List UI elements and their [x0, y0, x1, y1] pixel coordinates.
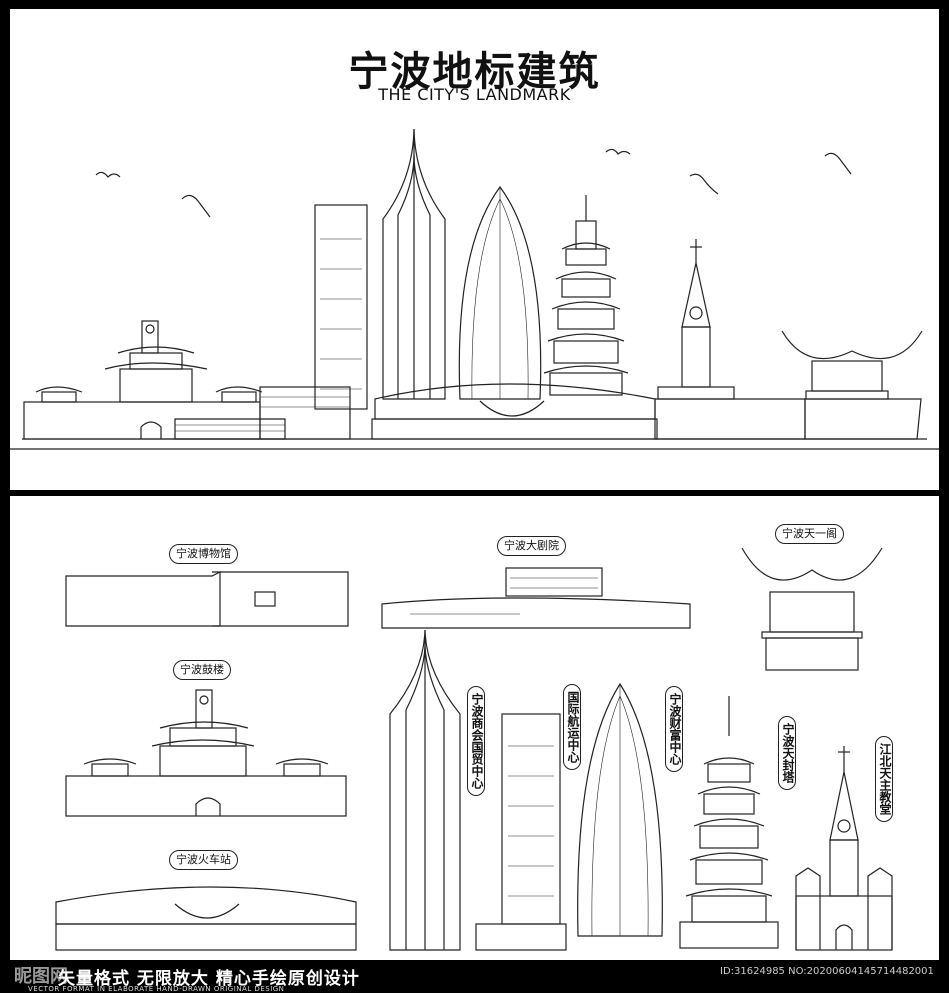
- landmarks-illustration: [55, 547, 893, 951]
- label-tianfeng-pagoda: 宁波天封塔: [778, 716, 796, 790]
- label-tianyi-pavilion: 宁波天一阁: [775, 524, 844, 544]
- label-wealth-center: 宁波财富中心: [665, 686, 683, 772]
- page-subtitle: THE CITY'S LANDMARK: [378, 85, 571, 104]
- label-railway-station: 宁波火车站: [169, 850, 238, 870]
- landmarks-panel: 宁波博物馆 宁波大剧院 宁波天一阁 宁波鼓楼 宁波火车站 宁波商会国贸中心 国际…: [10, 496, 939, 960]
- label-grand-theatre: 宁波大剧院: [497, 536, 566, 556]
- label-shipping-center: 国际航运中心: [563, 684, 581, 770]
- footer-subtagline: VECTOR FORMAT IN ELABORATE HAND-DRAWN OR…: [28, 985, 285, 993]
- footer-tagline: 矢量格式 无限放大 精心手绘原创设计: [58, 969, 360, 989]
- skyline-illustration: [10, 128, 939, 450]
- watermark-logo: 昵图网: [14, 966, 68, 987]
- label-chamber-center: 宁波商会国贸中心: [467, 686, 485, 796]
- label-museum: 宁波博物馆: [169, 544, 238, 564]
- label-drum-tower: 宁波鼓楼: [173, 660, 231, 680]
- label-jiangbei-church: 江北天主教堂: [875, 736, 893, 822]
- skyline-panel: 宁波地标建筑 THE CITY'S LANDMARK: [10, 9, 939, 490]
- page-title: 宁波地标建筑: [348, 49, 601, 95]
- image-id-text: ID:31624985 NO:20200604145714482001: [720, 966, 934, 977]
